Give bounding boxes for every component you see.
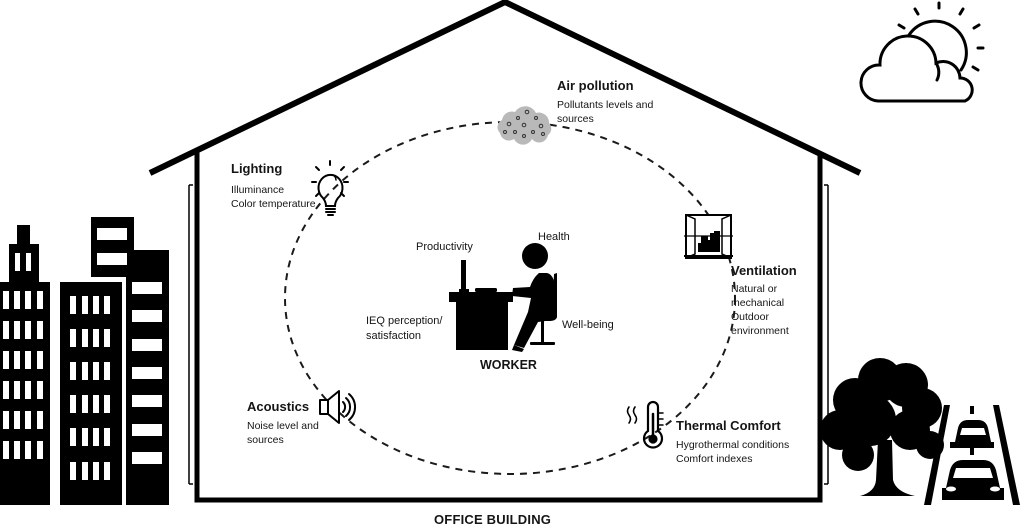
outcome-ieq-perception: IEQ perception/ satisfaction (366, 315, 443, 342)
outcome-productivity: Productivity (416, 241, 473, 253)
lighting-desc-line: Color temperature (231, 198, 316, 210)
worker-at-desk-icon (449, 243, 557, 352)
window-icon (684, 214, 733, 259)
air-pollution-title: Air pollution (557, 78, 634, 93)
speaker-icon (319, 390, 356, 424)
road-cars-icon (924, 405, 1020, 505)
thermal-comfort-title: Thermal Comfort (676, 418, 781, 433)
pollution-cloud-icon (497, 106, 552, 145)
ieq-cycle-ellipse (284, 121, 736, 475)
factor-air-pollution: Air pollution Pollutants levels and sour… (557, 78, 653, 126)
ventilation-desc-line: Natural or (731, 283, 778, 295)
factor-thermal-comfort: Thermal Comfort Hygrothermal conditions … (676, 418, 789, 466)
ventilation-desc-line: environment (731, 325, 789, 337)
outcome-health: Health (538, 231, 570, 243)
ventilation-desc-line: Outdoor (731, 311, 769, 323)
factor-acoustics: Acoustics Noise level and sources (247, 399, 319, 447)
lighting-title: Lighting (231, 161, 283, 176)
factor-lighting: Lighting Illuminance Color temperature (231, 161, 316, 211)
air-pollution-desc-line: Pollutants levels and (557, 99, 654, 111)
outcome-well-being: Well-being (562, 319, 614, 331)
acoustics-desc-line: Noise level and (247, 420, 319, 432)
acoustics-desc-line: sources (247, 434, 284, 446)
air-pollution-desc-line: sources (557, 113, 594, 125)
worker-label: WORKER (480, 358, 537, 372)
lighting-desc-line: Illuminance (231, 184, 285, 196)
office-building-label: OFFICE BUILDING (434, 512, 552, 527)
thermal-comfort-desc-line: Comfort indexes (676, 453, 753, 465)
ventilation-desc-line: mechanical (731, 297, 785, 309)
factor-ventilation: Ventilation Natural or mechanical Outdoo… (731, 263, 797, 338)
tree-icon (820, 358, 944, 496)
thermometer-icon (626, 400, 664, 449)
ventilation-title: Ventilation (731, 263, 797, 278)
sun-cloud-icon (859, 1, 985, 103)
acoustics-title: Acoustics (247, 399, 310, 414)
lightbulb-icon (311, 160, 349, 216)
thermal-comfort-desc-line: Hygrothermal conditions (676, 439, 790, 451)
city-skyline-icon (0, 217, 169, 505)
